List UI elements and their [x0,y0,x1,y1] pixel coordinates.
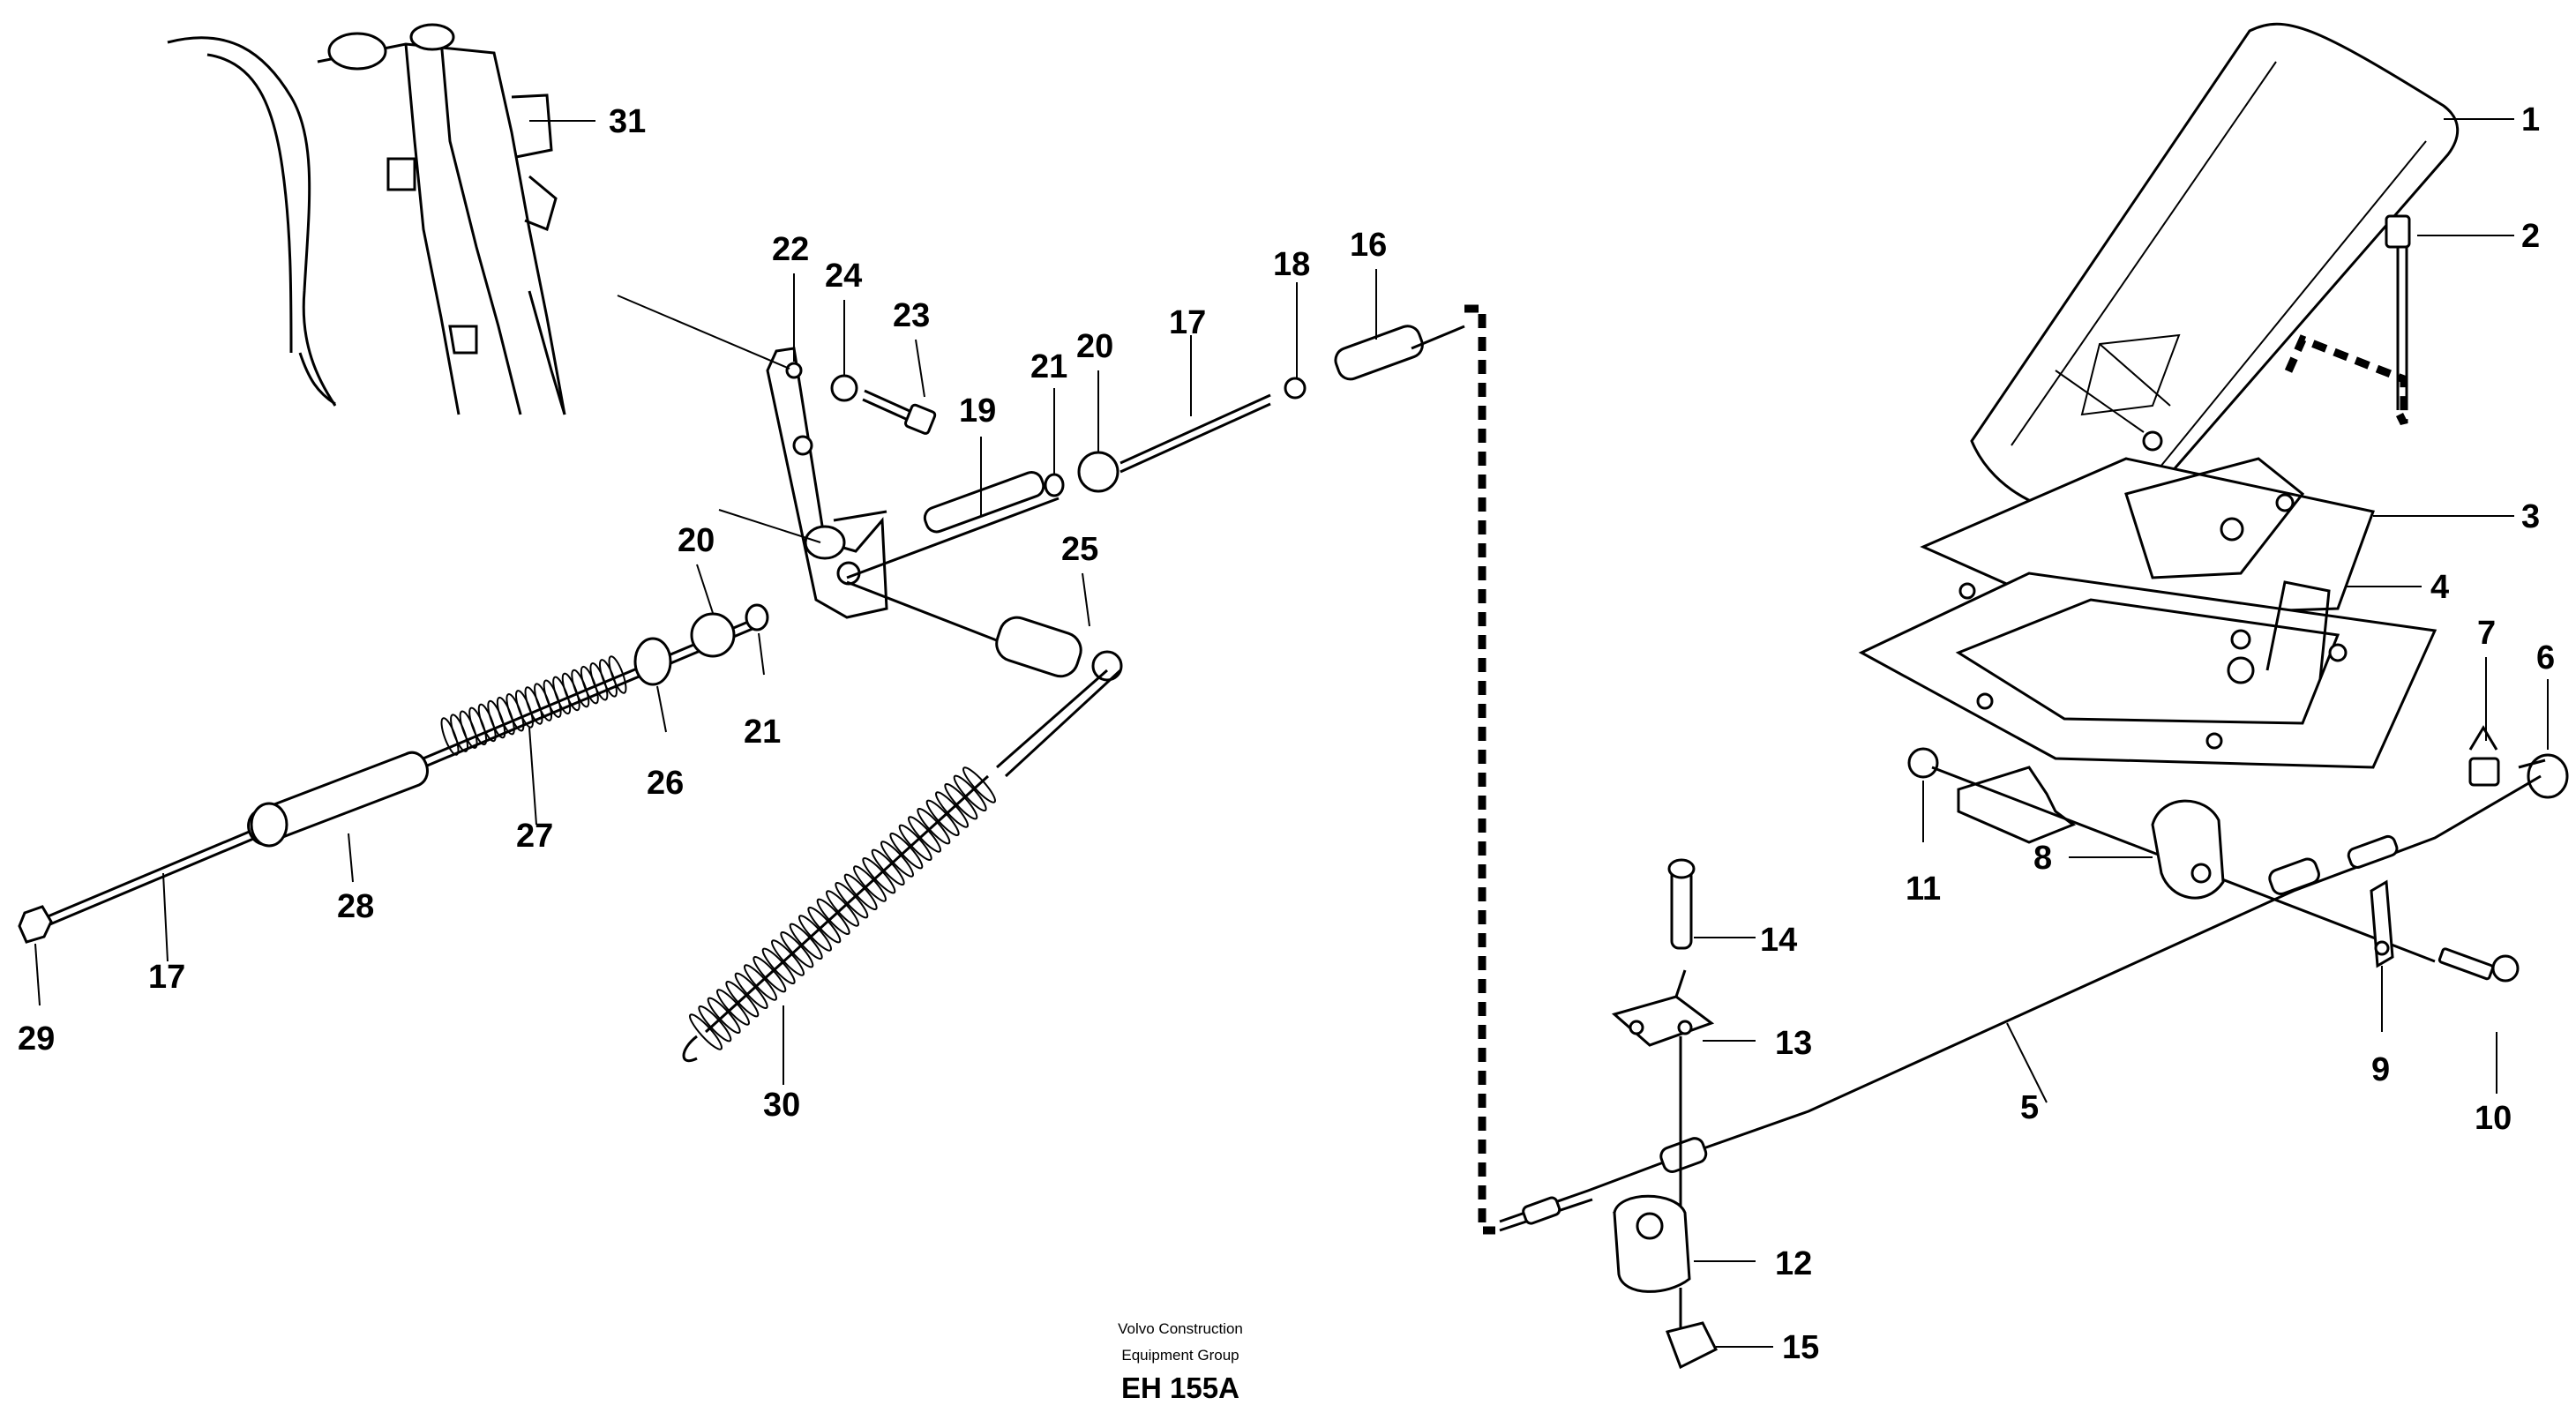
cable-clamp-parts [1611,858,1719,1370]
callout-5: 5 [2020,1089,2039,1126]
spring-coil [944,782,978,820]
callout-26: 26 [647,765,684,802]
spring-coil [477,703,497,743]
callout-12: 12 [1775,1245,1812,1282]
spring-coil [862,856,896,894]
spring-coil [880,841,914,878]
callout-23: 23 [893,297,930,334]
callout-6: 6 [2536,639,2555,676]
spring-coil [608,655,627,694]
spring-coil [725,980,760,1018]
spring-coil [962,766,996,803]
spring-coil [853,865,887,902]
lever-bracket [766,347,888,619]
leader-22-extra [617,295,790,370]
spring-coil [780,930,814,968]
spring-coil [889,832,924,870]
callout-20-lower: 20 [678,522,715,559]
callout-9: 9 [2371,1051,2390,1088]
callout-21-lower: 21 [744,714,781,751]
spring-coil [505,693,525,732]
accelerator-pedal [1858,22,2460,769]
spring-30 [682,669,1122,1063]
dashed-connection-left [1464,304,1495,1235]
callout-24: 24 [825,258,862,295]
callout-30: 30 [763,1087,800,1124]
callout-2: 2 [2521,218,2540,255]
spring-coil [514,690,534,729]
spring-coil [843,873,878,911]
callout-15: 15 [1782,1329,1819,1366]
dashed-connection-right [2280,334,2408,426]
callout-13: 13 [1775,1025,1812,1062]
spring-coil [925,799,960,837]
spring-coil [744,964,777,1001]
credit-line-1: Volvo Construction [1118,1320,1243,1337]
spring-coil [761,947,796,985]
spring-coil [707,997,741,1035]
spring-coil [753,955,787,993]
drawing-code: EH 155A [1121,1371,1239,1404]
spring-coil [798,915,832,952]
leader-lines [34,118,2549,1348]
spring-coil [487,699,506,739]
callout-1: 1 [2521,101,2540,138]
lower-rod-assembly [18,603,769,944]
leader-lever-extra [718,509,821,543]
callout-17-upper: 17 [1169,304,1206,341]
pin-25 [846,580,1123,682]
callout-25: 25 [1061,531,1098,568]
spring-coil [908,816,941,853]
callout-20-upper: 20 [1076,328,1113,365]
spring-coil [789,923,823,960]
spring-coil [835,881,869,919]
spring-coil [689,1013,723,1050]
credit-block: Volvo Construction Equipment Group EH 15… [1118,1320,1243,1404]
lower-bracket-assembly [1907,725,2569,983]
spring-coil [734,972,768,1010]
spring-coil [698,1005,732,1043]
callout-11: 11 [1906,871,1941,908]
callout-18: 18 [1273,246,1310,283]
bolt-23 [830,374,937,435]
spring-coil [807,906,842,944]
callout-21-upper: 21 [1030,348,1067,385]
callout-29: 29 [18,1020,55,1057]
callout-19: 19 [959,392,996,430]
callout-17-lower: 17 [148,959,185,996]
engine-housing [167,23,566,415]
spring-coil [953,774,987,812]
spring-coil [898,824,932,862]
callout-14: 14 [1760,922,1797,959]
spring-coil [917,807,951,845]
spring-coil [496,696,515,736]
spring-coil [816,898,850,936]
callout-16: 16 [1350,227,1387,264]
callout-27: 27 [516,818,553,855]
spring-coil [871,848,905,886]
callout-31: 31 [609,103,646,140]
callout-22: 22 [772,231,809,268]
upper-rod-assembly [846,325,1465,579]
callout-10: 10 [2475,1100,2512,1137]
callout-28: 28 [337,888,374,925]
callout-3: 3 [2521,498,2540,535]
bolt-2 [2385,214,2411,410]
spring-coil [716,989,750,1026]
callout-4: 4 [2430,569,2449,606]
spring-coil [771,939,805,976]
spring-coil [935,791,969,828]
callouts: 31 1 2 3 4 5 6 7 8 9 10 11 12 13 14 15 1… [18,101,2555,1366]
spring-coil [826,890,859,927]
callout-8: 8 [2033,840,2052,877]
credit-line-2: Equipment Group [1121,1347,1239,1364]
callout-7: 7 [2477,615,2496,652]
